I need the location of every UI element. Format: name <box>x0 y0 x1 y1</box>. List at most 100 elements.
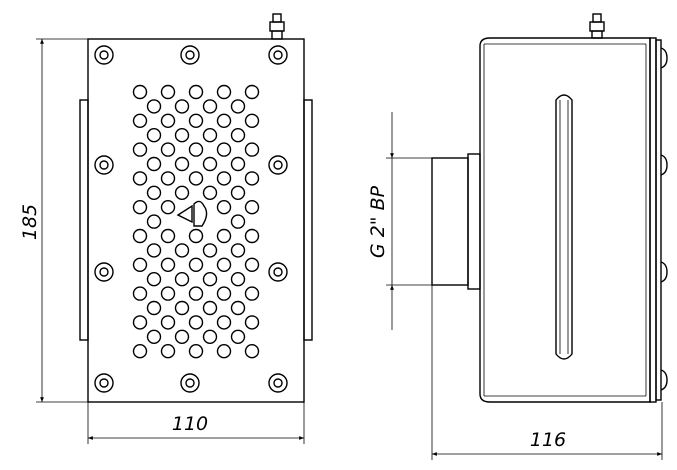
hole <box>174 99 190 114</box>
hole <box>132 142 148 157</box>
bolt-head <box>185 378 195 388</box>
logo-icon <box>176 200 208 227</box>
hole <box>160 228 176 244</box>
hole <box>160 84 176 100</box>
side-view <box>431 13 668 403</box>
hole <box>216 286 232 301</box>
hole <box>230 329 246 344</box>
hole <box>132 199 148 215</box>
hole <box>146 329 162 344</box>
hole <box>202 99 218 114</box>
hole <box>244 84 260 100</box>
depth-dimension-label: 116 <box>530 429 566 451</box>
bolt-head <box>273 378 283 388</box>
front-plate <box>87 38 305 403</box>
hole <box>146 156 162 172</box>
hole <box>216 113 232 129</box>
hole <box>174 329 190 344</box>
hole <box>188 257 204 272</box>
hole <box>216 171 232 186</box>
hole <box>216 199 232 215</box>
hole <box>160 257 176 272</box>
hole <box>202 156 218 172</box>
mounting-bolts <box>94 45 288 393</box>
hole <box>202 300 218 316</box>
bolt-head <box>99 378 109 388</box>
hole <box>244 257 260 272</box>
hole <box>132 344 148 359</box>
hole <box>216 228 232 244</box>
flange <box>649 37 657 403</box>
hole <box>230 127 246 143</box>
bolt-washer <box>94 373 114 393</box>
hole <box>132 315 148 330</box>
hole <box>202 272 218 287</box>
bolt-washer <box>180 373 200 393</box>
outlet-pipe <box>431 157 469 286</box>
hole <box>146 214 162 229</box>
hole <box>230 243 246 258</box>
hole <box>188 142 204 157</box>
hole <box>244 286 260 301</box>
body-outline <box>479 37 651 403</box>
hole <box>174 156 190 172</box>
hole <box>244 315 260 330</box>
hole <box>230 99 246 114</box>
depth-dimension: 116 <box>431 285 663 460</box>
hole <box>188 344 204 359</box>
hole <box>174 300 190 316</box>
width-dimension: 110 <box>87 402 305 444</box>
hole <box>160 286 176 301</box>
hole <box>230 272 246 287</box>
hole <box>202 243 218 258</box>
hole <box>174 243 190 258</box>
pipe-collar <box>467 153 481 290</box>
hole <box>132 257 148 272</box>
hole <box>216 257 232 272</box>
bolt-washer <box>268 262 288 282</box>
width-dimension-label: 110 <box>172 413 208 435</box>
hole <box>160 142 176 157</box>
bolt-head <box>185 50 195 60</box>
hole <box>230 300 246 316</box>
hole <box>132 84 148 100</box>
hole <box>244 199 260 215</box>
hole <box>188 315 204 330</box>
bolt-head <box>99 160 109 170</box>
bolt-washer <box>268 45 288 65</box>
flange-bolt-heads <box>660 47 668 391</box>
hole <box>160 315 176 330</box>
bolt-washer <box>180 45 200 65</box>
right-side-flange <box>303 99 313 341</box>
bolt-washer <box>94 262 114 282</box>
hole <box>244 113 260 129</box>
hole <box>216 84 232 100</box>
hole <box>188 228 204 244</box>
hole <box>244 142 260 157</box>
hole <box>160 199 176 215</box>
hole <box>174 185 190 201</box>
thread-dimension-label: G 2" ВР <box>367 185 389 258</box>
bolt-washer <box>268 373 288 393</box>
thread-dimension: G 2" ВР <box>367 112 432 330</box>
hole <box>132 113 148 129</box>
hole <box>174 272 190 287</box>
hole <box>244 228 260 244</box>
bolt-head <box>273 160 283 170</box>
hole <box>146 99 162 114</box>
hole <box>146 127 162 143</box>
bolt-washer <box>94 45 114 65</box>
bolt-head <box>273 267 283 277</box>
hole <box>146 272 162 287</box>
bolt-head <box>99 50 109 60</box>
left-side-flange <box>79 99 89 341</box>
top-nut <box>589 13 605 39</box>
hole <box>160 171 176 186</box>
hole <box>160 344 176 359</box>
hole <box>244 171 260 186</box>
hole <box>132 286 148 301</box>
hole <box>216 142 232 157</box>
hole <box>216 315 232 330</box>
perforation-holes <box>132 84 260 359</box>
